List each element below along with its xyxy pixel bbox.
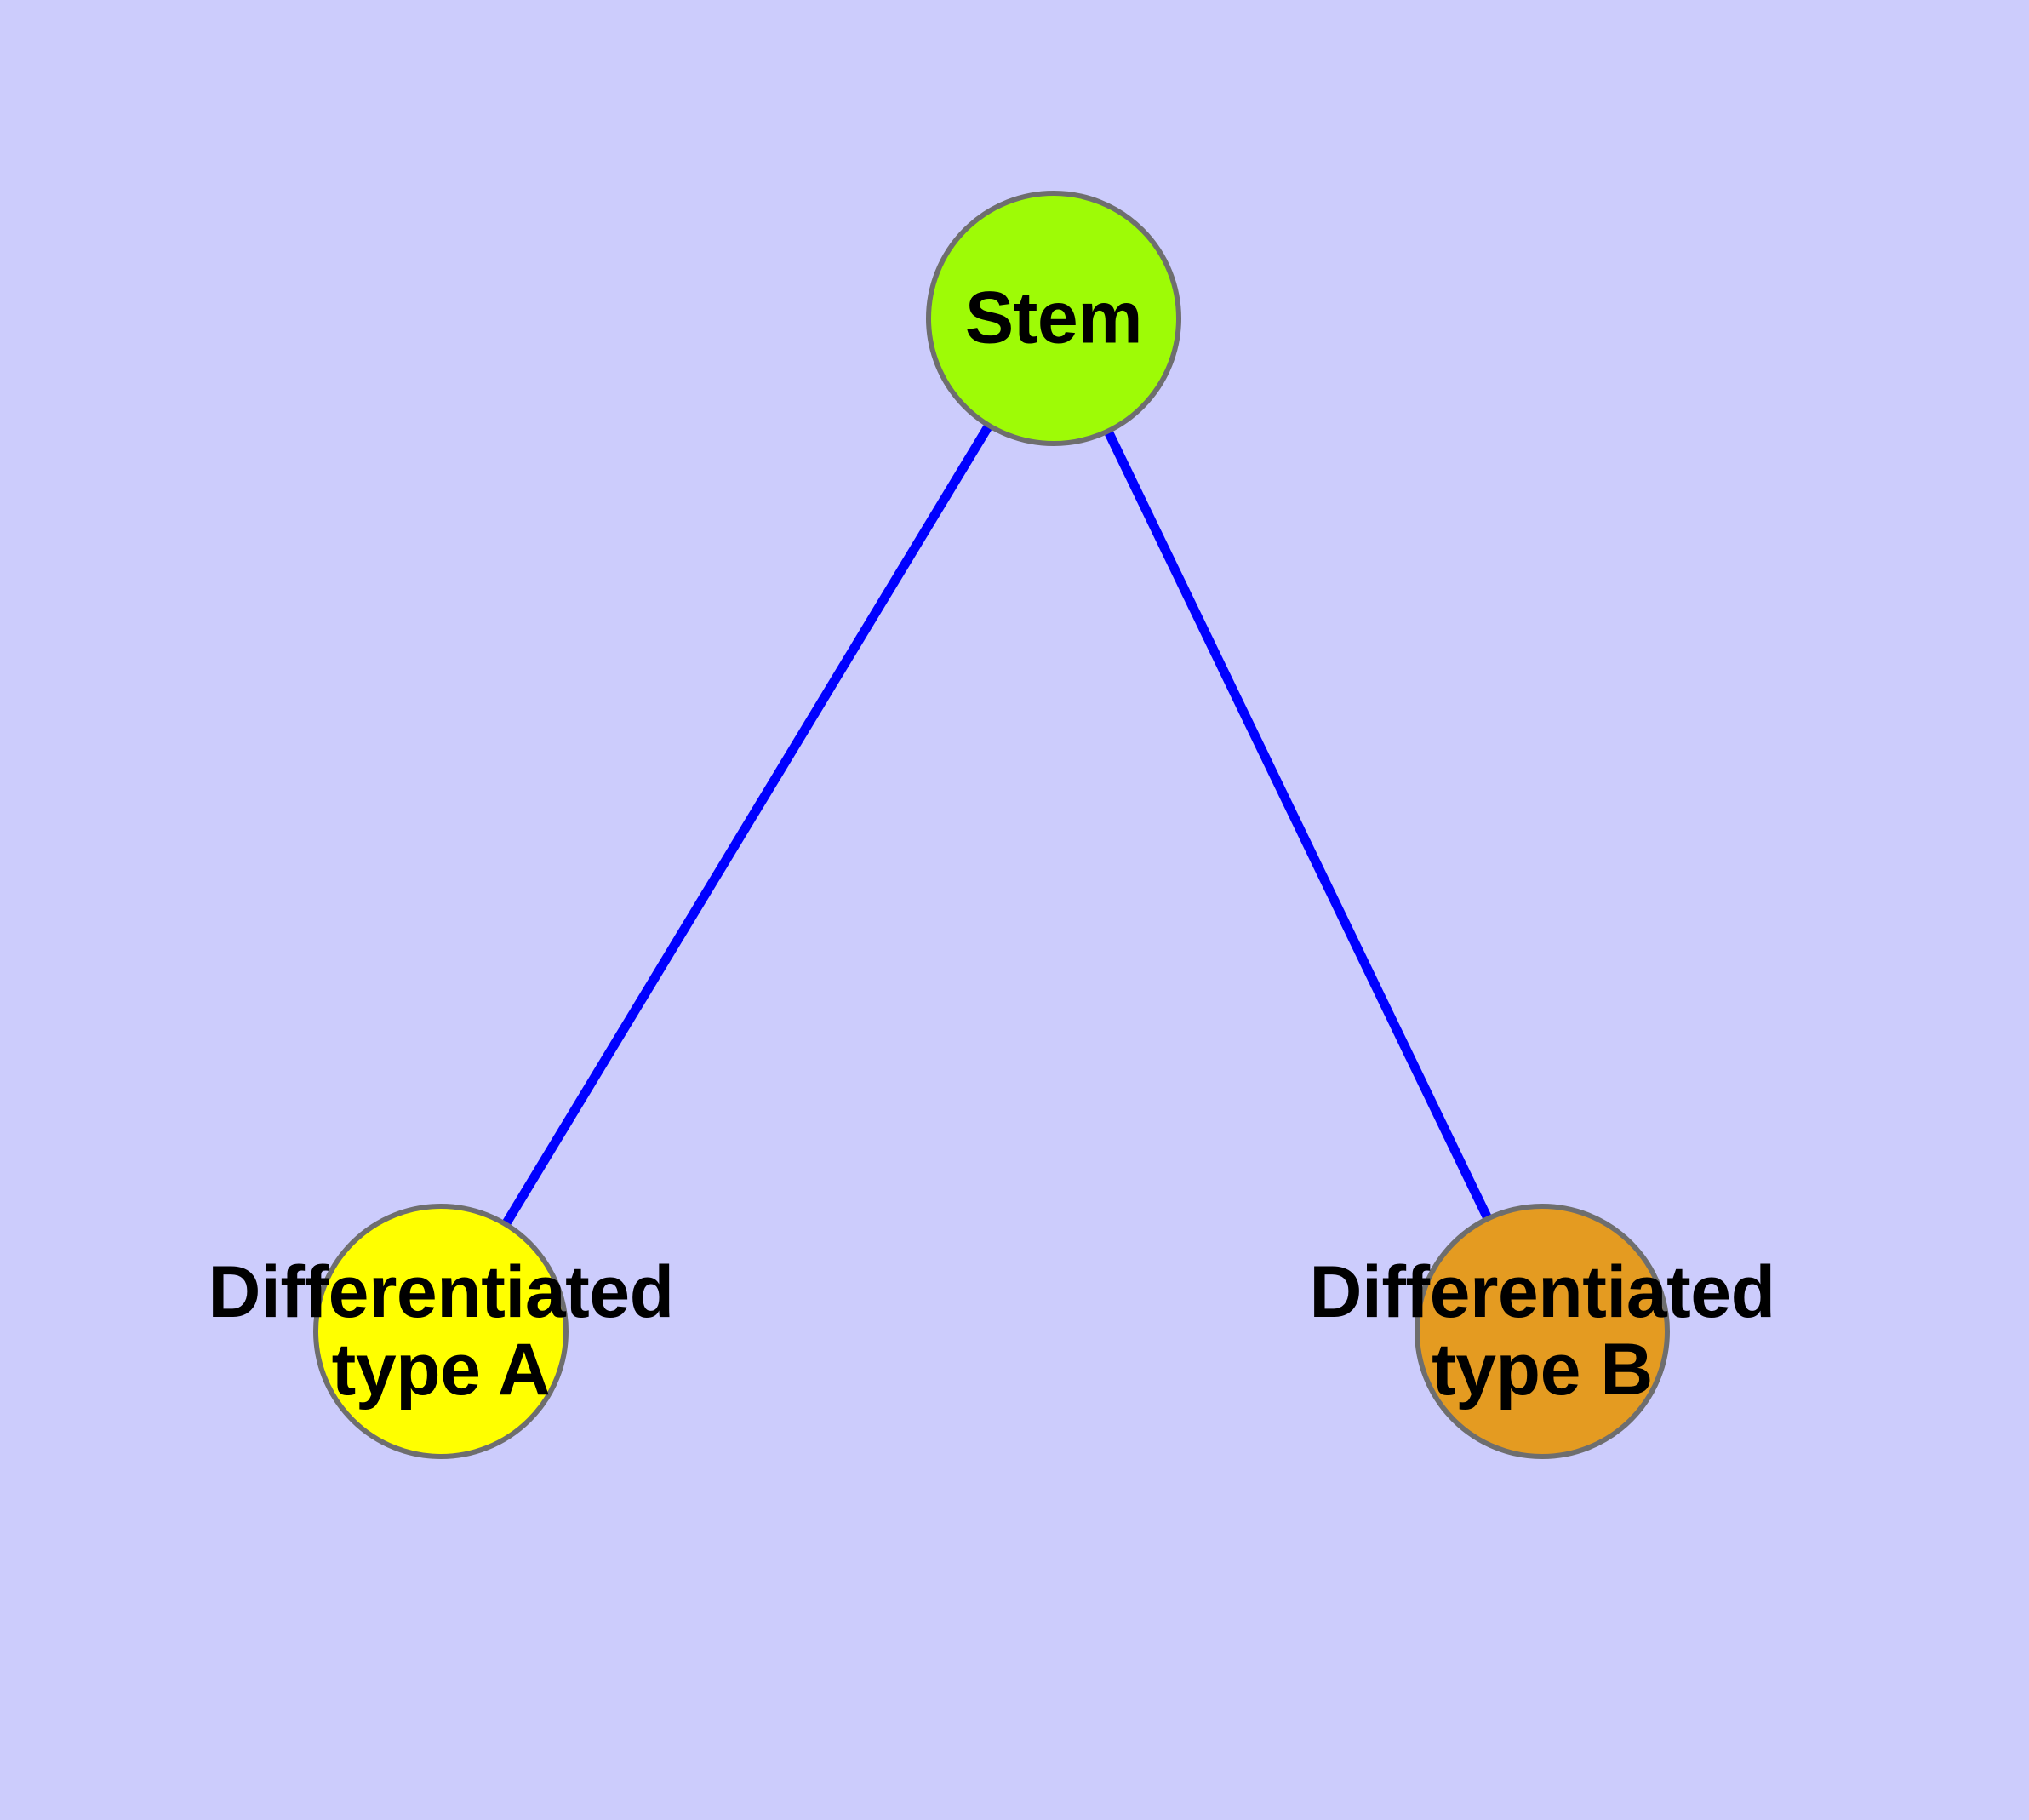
node-differentiated-type-b[interactable]: Differentiated type B bbox=[1309, 1204, 1775, 1459]
node-stem[interactable]: Stem bbox=[926, 191, 1181, 446]
node-differentiated-type-b-circle[interactable] bbox=[1415, 1204, 1670, 1459]
node-stem-circle[interactable] bbox=[926, 191, 1181, 446]
node-differentiated-type-a[interactable]: Differentiated type A bbox=[208, 1204, 674, 1459]
edge-stem-to-differentiated-type-b bbox=[1049, 316, 1546, 1334]
node-differentiated-type-a-circle[interactable] bbox=[313, 1204, 569, 1459]
edge-stem-to-differentiated-type-a bbox=[437, 316, 1058, 1334]
